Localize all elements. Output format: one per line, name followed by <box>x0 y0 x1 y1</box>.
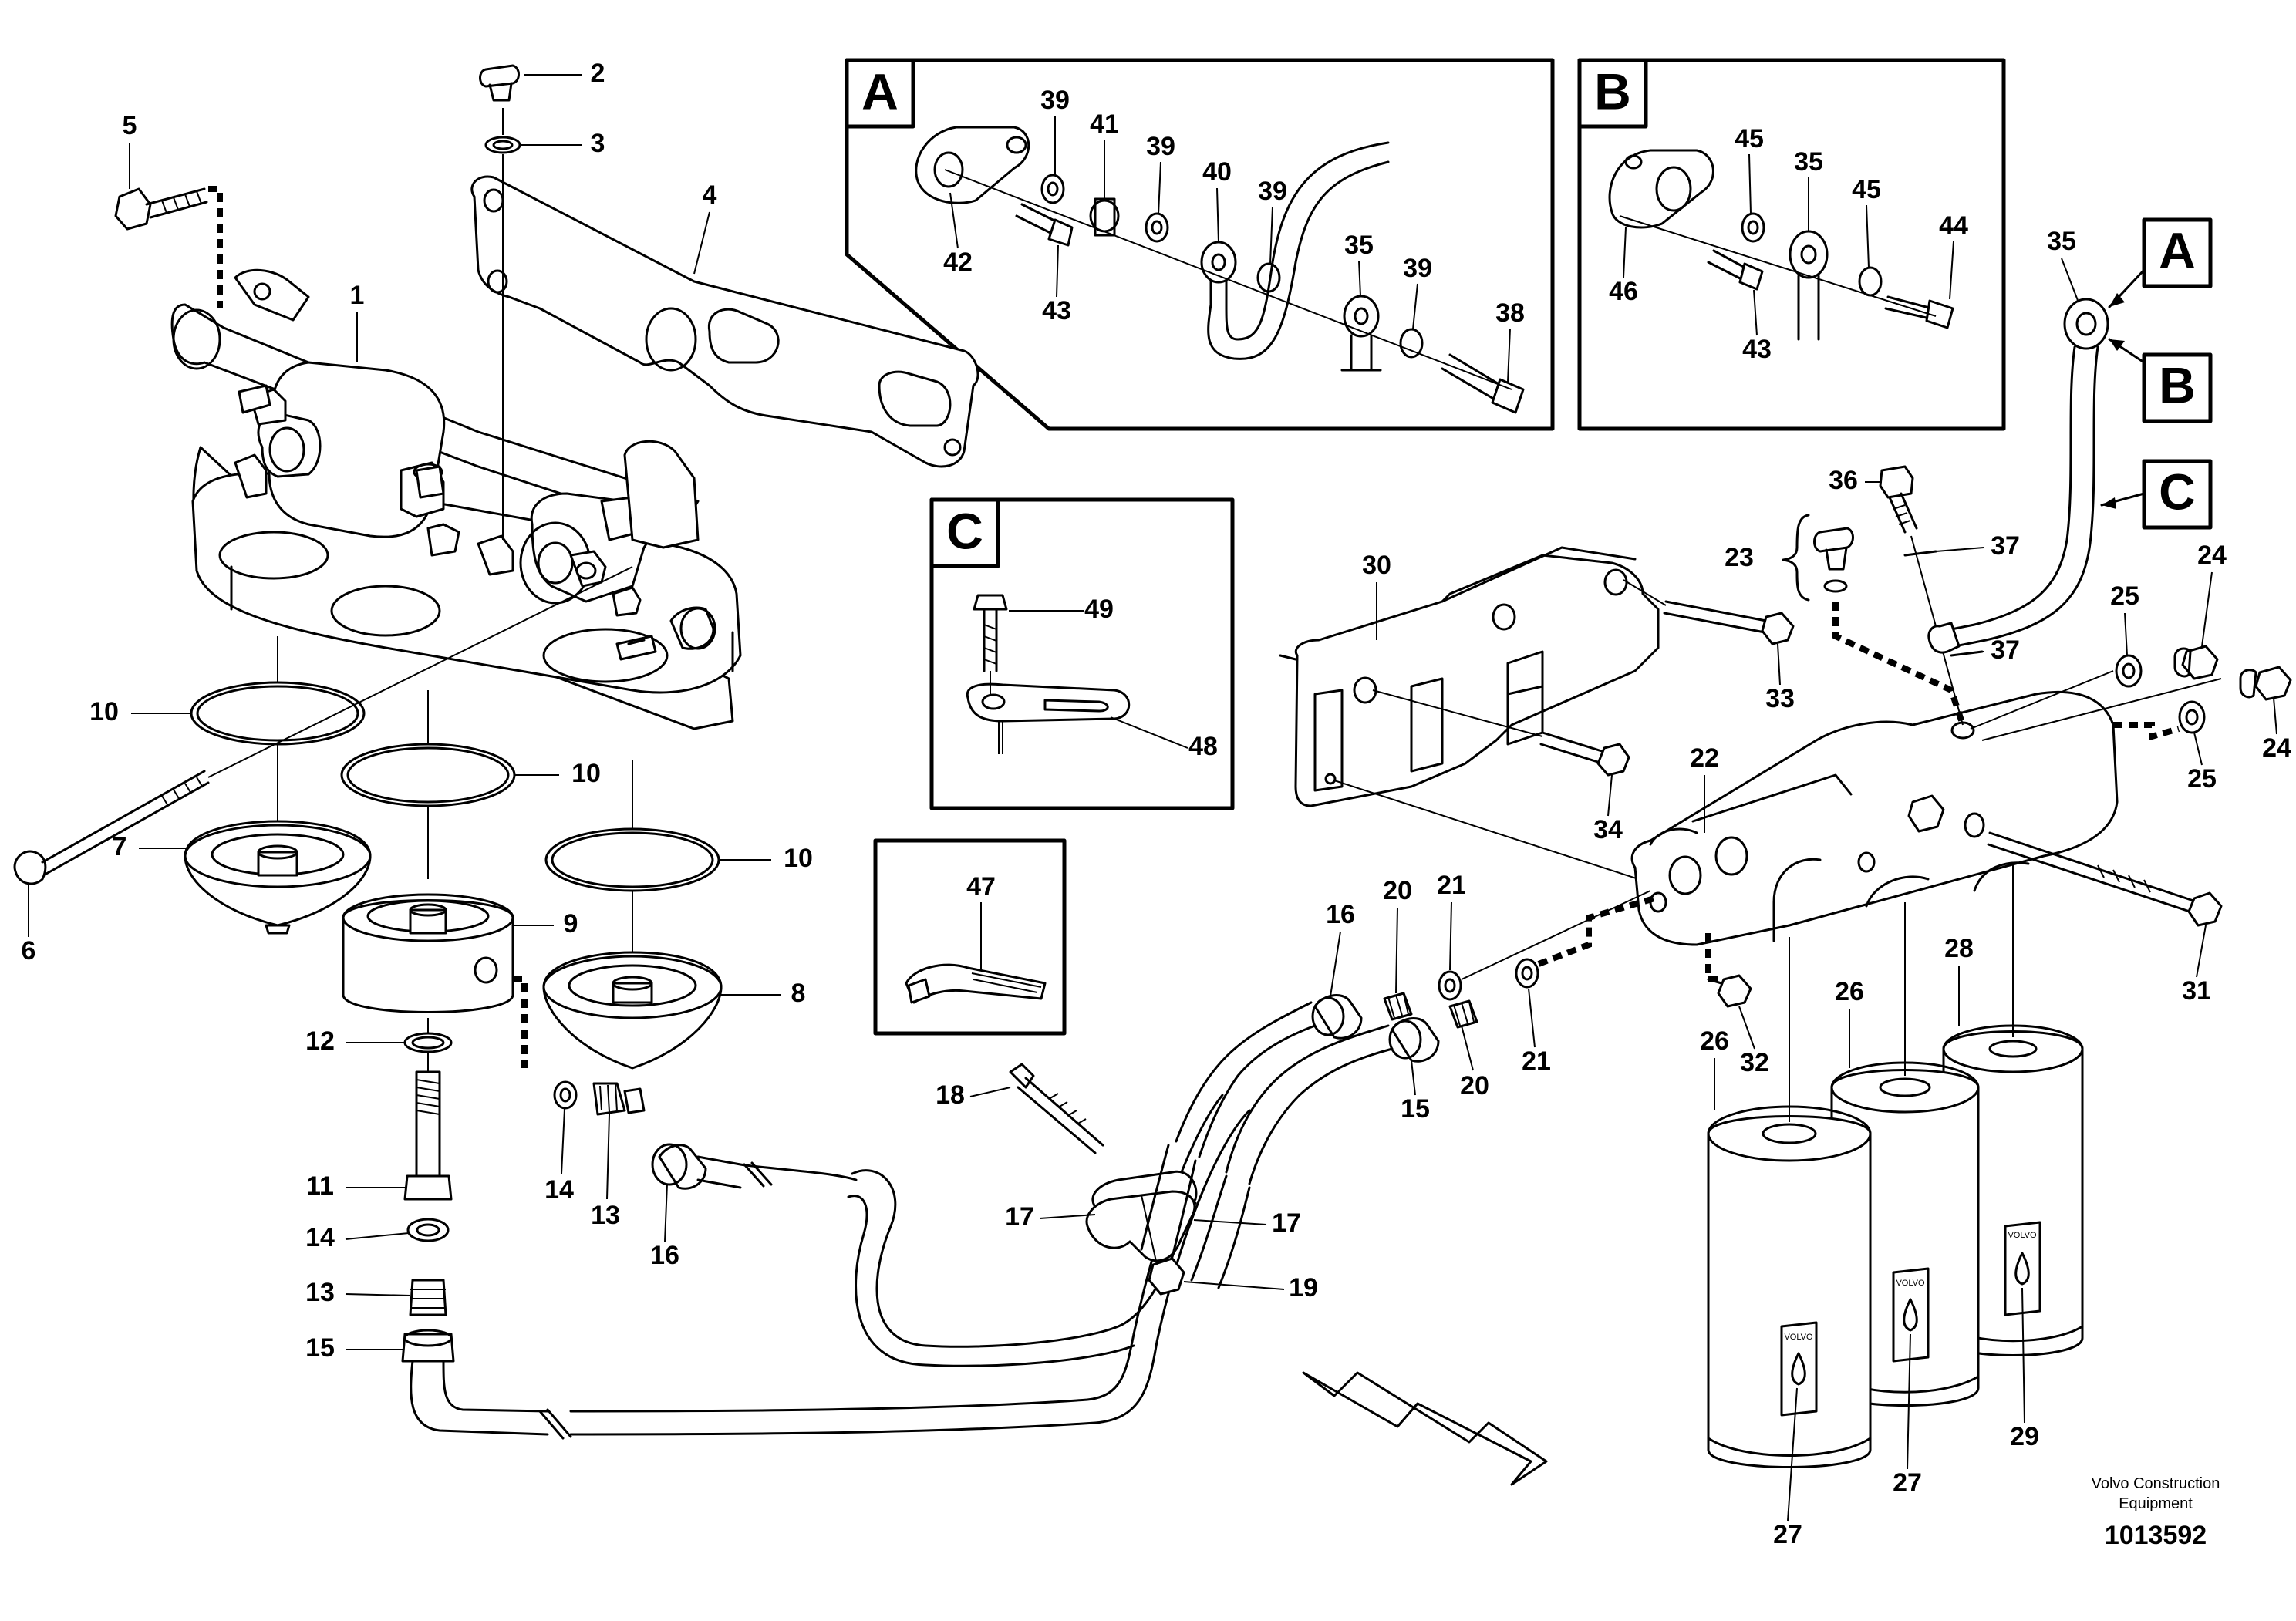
callout-39-a1: 39 <box>1040 86 1070 115</box>
detail-inset-c: C 49 48 <box>929 497 1235 810</box>
filter-head-assembly <box>114 64 979 730</box>
callout-18: 18 <box>936 1080 965 1110</box>
callout-49: 49 <box>1084 595 1114 624</box>
callout-27-a: 27 <box>1773 1520 1802 1549</box>
callout-47: 47 <box>966 872 996 901</box>
callout-35-a: 35 <box>1344 231 1374 260</box>
callout-35-main: 35 <box>2047 227 2076 256</box>
callout-25-a: 25 <box>2110 581 2139 611</box>
ref-c-letter: C <box>2159 463 2196 520</box>
callout-39-a3: 39 <box>1258 177 1287 206</box>
callout-45-b2: 45 <box>1852 175 1881 204</box>
callout-15-b: 15 <box>1401 1094 1430 1124</box>
callout-6: 6 <box>22 936 36 966</box>
callout-39-a4: 39 <box>1403 254 1432 283</box>
callout-21-a: 21 <box>1437 871 1466 900</box>
callout-9: 9 <box>564 909 578 939</box>
callout-42: 42 <box>943 248 973 277</box>
callout-3: 3 <box>591 129 605 158</box>
callout-33: 33 <box>1765 684 1795 713</box>
callout-29: 29 <box>2010 1422 2039 1451</box>
callout-10-a: 10 <box>89 697 119 726</box>
callout-46: 46 <box>1609 277 1638 306</box>
callout-labels: 2 3 5 4 1 10 10 10 7 6 9 8 12 11 14 13 1… <box>22 59 2291 1549</box>
ref-b-letter: B <box>2159 356 2196 413</box>
callout-2: 2 <box>591 59 605 88</box>
callout-14-a: 14 <box>305 1223 335 1252</box>
callout-36: 36 <box>1829 466 1858 495</box>
callout-19: 19 <box>1289 1273 1318 1303</box>
filter-bowls <box>13 566 723 1070</box>
detail-inset-b: B 45 35 45 44 46 43 <box>1577 58 2006 431</box>
filter-28-brand: VOLVO <box>2008 1231 2037 1240</box>
detail-b-letter: B <box>1594 62 1631 120</box>
callout-48: 48 <box>1188 732 1218 761</box>
callout-22: 22 <box>1690 743 1719 773</box>
callout-24-a: 24 <box>2197 541 2227 570</box>
callout-7: 7 <box>113 832 127 861</box>
filter-manifold-right <box>1279 298 2292 1008</box>
callout-13-b: 13 <box>591 1201 620 1230</box>
callout-30: 30 <box>1362 551 1391 580</box>
callout-1: 1 <box>350 281 365 310</box>
filter-26a-brand: VOLVO <box>1784 1333 1813 1342</box>
callout-10-c: 10 <box>784 844 813 873</box>
callout-13-a: 13 <box>305 1278 335 1307</box>
callout-11: 11 <box>306 1171 334 1201</box>
view-reference-boxes: A B C <box>2100 217 2213 530</box>
callout-14-b: 14 <box>544 1175 574 1205</box>
drain-line-fittings <box>401 976 1251 1440</box>
callout-10-b: 10 <box>571 759 601 788</box>
forward-direction-arrow <box>1302 1371 1548 1486</box>
callout-28: 28 <box>1944 934 1974 963</box>
callout-17-a: 17 <box>1005 1202 1034 1232</box>
callout-23: 23 <box>1725 543 1754 572</box>
callout-26-b: 26 <box>1835 977 1864 1006</box>
callout-16-b: 16 <box>1326 900 1355 929</box>
callout-32: 32 <box>1740 1048 1769 1077</box>
feed-pipes <box>1140 890 1656 1289</box>
callout-4: 4 <box>703 180 717 210</box>
pipe-clamps <box>1009 1063 1198 1296</box>
filter-26b-brand: VOLVO <box>1896 1279 1925 1288</box>
callout-25-b: 25 <box>2187 764 2217 794</box>
footer-company-line2: Equipment <box>2119 1495 2193 1512</box>
callout-39-a2: 39 <box>1146 132 1175 161</box>
footer-block: Volvo Construction Equipment 1013592 <box>2092 1475 2220 1550</box>
callout-43-a: 43 <box>1042 296 1071 325</box>
detail-cable-tie: 47 <box>873 838 1067 1036</box>
callout-21-b: 21 <box>1522 1046 1551 1076</box>
callout-12: 12 <box>305 1026 335 1056</box>
callout-43-b: 43 <box>1742 335 1772 364</box>
callout-38: 38 <box>1495 298 1525 328</box>
callout-31: 31 <box>2182 976 2211 1006</box>
detail-c-letter: C <box>946 502 983 559</box>
spin-on-filters: VOLVO VOLVO VOLVO <box>1707 864 2084 1468</box>
callout-44: 44 <box>1939 211 1968 241</box>
callout-45-b1: 45 <box>1735 124 1764 153</box>
callout-20-a: 20 <box>1383 876 1412 905</box>
callout-41: 41 <box>1090 110 1119 139</box>
drawing-number: 1013592 <box>2105 1521 2207 1550</box>
callout-35-b: 35 <box>1794 147 1823 177</box>
callout-16-a: 16 <box>650 1241 679 1270</box>
callout-20-b: 20 <box>1460 1071 1489 1100</box>
callout-24-b: 24 <box>2262 733 2291 763</box>
callout-40: 40 <box>1202 157 1232 187</box>
detail-inset-a: A 39 41 39 40 <box>845 58 1555 431</box>
callout-5: 5 <box>123 111 137 140</box>
detail-a-letter: A <box>861 62 899 120</box>
callout-34: 34 <box>1593 815 1623 844</box>
ref-a-letter: A <box>2159 221 2196 278</box>
callout-37-a: 37 <box>1991 531 2020 561</box>
callout-26-a: 26 <box>1700 1026 1729 1056</box>
callout-15-a: 15 <box>305 1333 335 1363</box>
callout-17-b: 17 <box>1272 1208 1301 1238</box>
footer-company-line1: Volvo Construction <box>2092 1475 2220 1492</box>
callout-8: 8 <box>791 979 806 1008</box>
callout-37-b: 37 <box>1991 635 2020 665</box>
callout-27-b: 27 <box>1893 1468 1922 1498</box>
